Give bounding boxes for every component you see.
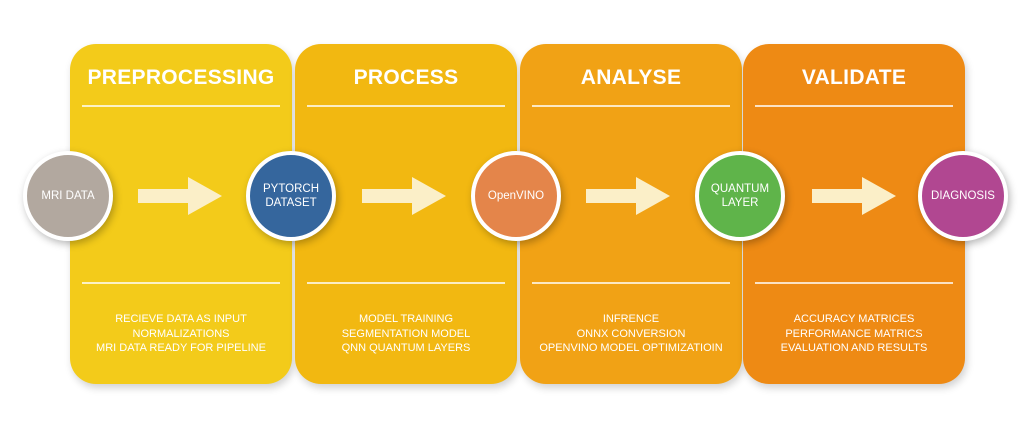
divider	[82, 105, 280, 107]
description-line: RECIEVE DATA AS INPUT	[115, 313, 247, 325]
stage-description: INFRENCE ONNX CONVERSION OPENVINO MODEL …	[520, 312, 742, 356]
description-line: EVALUATION AND RESULTS	[780, 342, 928, 354]
arrow-right-icon	[362, 177, 446, 215]
stage-title: PROCESS	[353, 66, 459, 89]
node-label: MRI DATA	[41, 190, 95, 202]
description-line: ONNX CONVERSION	[576, 327, 686, 340]
node-openvino: OpenVINO	[471, 151, 561, 241]
description-line: OPENVINO MODEL OPTIMIZATIOIN	[539, 342, 723, 354]
arrow-right-icon	[812, 177, 896, 215]
node-label: LAYER	[721, 197, 759, 209]
node-label: DIAGNOSIS	[931, 190, 995, 202]
description-line: QNN QUANTUM LAYERS	[341, 342, 471, 354]
node-label: OpenVINO	[487, 190, 545, 202]
stage-title: ANALYSE	[580, 66, 682, 89]
node-mri-data: MRI DATA	[23, 151, 113, 241]
node-label: PYTORCH	[262, 183, 320, 195]
stage-description: MODEL TRAINING SEGMENTATION MODEL QNN QU…	[295, 312, 517, 356]
node-quantum-layer: QUANTUM LAYER	[695, 151, 785, 241]
description-line: MRI DATA READY FOR PIPELINE	[96, 342, 266, 354]
stage-title: VALIDATE	[801, 66, 907, 89]
divider	[82, 282, 280, 284]
description-line: INFRENCE	[602, 313, 660, 325]
stage-description: RECIEVE DATA AS INPUT NORMALIZATIONS MRI…	[70, 312, 292, 356]
divider	[307, 282, 505, 284]
divider	[532, 282, 730, 284]
description-line: ACCURACY MATRICES	[793, 313, 915, 325]
divider	[755, 282, 953, 284]
arrow-right-icon	[138, 177, 222, 215]
node-diagnosis: DIAGNOSIS	[918, 151, 1008, 241]
description-line: MODEL TRAINING	[358, 313, 454, 325]
description-line: NORMALIZATIONS	[132, 327, 230, 340]
node-label: QUANTUM	[710, 183, 770, 195]
arrow-right-icon	[586, 177, 670, 215]
node-pytorch-dataset: PYTORCH DATASET	[246, 151, 336, 241]
divider	[755, 105, 953, 107]
node-label: DATASET	[265, 197, 317, 209]
stage-title: PREPROCESSING	[87, 66, 275, 89]
description-line: SEGMENTATION MODEL	[341, 327, 471, 340]
description-line: PERFORMANCE MATRICS	[785, 327, 923, 340]
stage-description: ACCURACY MATRICES PERFORMANCE MATRICS EV…	[743, 312, 965, 356]
divider	[307, 105, 505, 107]
divider	[532, 105, 730, 107]
